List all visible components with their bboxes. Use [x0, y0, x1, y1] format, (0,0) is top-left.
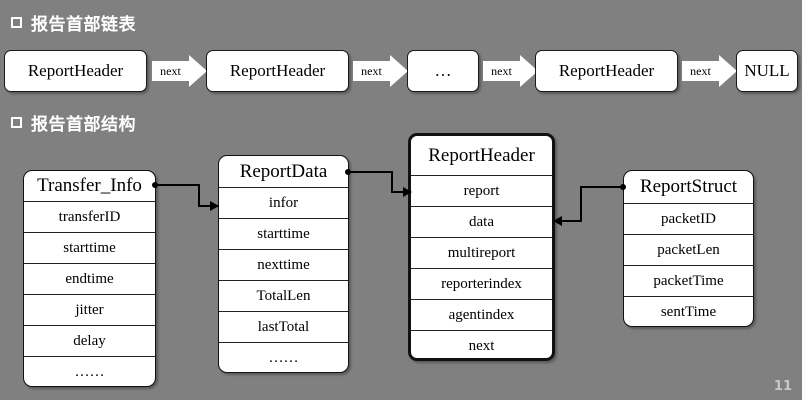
next-arrow-3: next	[483, 55, 538, 87]
struct-field-row: infor	[219, 188, 348, 219]
arrow-head-icon	[189, 55, 207, 87]
next-arrow-1-label: next	[152, 61, 189, 81]
section-heading-struct: 报告首部结构	[11, 110, 136, 135]
next-arrow-1: next	[152, 55, 207, 87]
struct-field-row: next	[468, 338, 495, 354]
struct-field-row: jitter	[24, 295, 155, 326]
list-node-label: ReportHeader	[27, 61, 124, 80]
arrow-head-icon	[520, 55, 538, 87]
hollow-square-bullet-icon	[11, 117, 22, 128]
section-heading-struct-label: 报告首部结构	[31, 115, 136, 135]
list-node-null[interactable]: NULL	[736, 50, 798, 92]
next-arrow-4-label: next	[682, 61, 719, 81]
struct-field-row: TotalLen	[219, 281, 348, 312]
list-node-reportheader-2[interactable]: ReportHeader	[206, 50, 349, 92]
list-node-label: NULL	[744, 61, 790, 80]
struct-report-data[interactable]: ReportData infor starttime nexttime Tota…	[218, 155, 349, 373]
page-number: 11	[773, 379, 792, 394]
struct-field-row: starttime	[24, 233, 155, 264]
arrow-head-icon	[719, 55, 737, 87]
next-arrow-2: next	[353, 55, 408, 87]
list-node-reportheader-3[interactable]: ReportHeader	[535, 50, 678, 92]
struct-field-row: lastTotal	[219, 312, 348, 343]
struct-transfer-info[interactable]: Transfer_Info transferID starttime endti…	[23, 170, 156, 387]
arrow-head-icon	[390, 55, 408, 87]
connector-segment	[198, 205, 219, 208]
connector-source-dot	[620, 184, 626, 190]
struct-field-row: endtime	[24, 264, 155, 295]
struct-field-row: packetID	[624, 204, 753, 235]
connector-arrowhead-icon	[553, 216, 562, 226]
struct-report-struct[interactable]: ReportStruct packetID packetLen packetTi…	[623, 170, 754, 327]
list-node-label: …	[434, 61, 452, 80]
struct-field-row: nexttime	[219, 250, 348, 281]
section-heading-linked-list-label: 报告首部链表	[31, 15, 136, 35]
connector-segment	[198, 184, 201, 207]
struct-title: ReportHeader	[411, 136, 552, 176]
struct-field-row: report	[411, 176, 552, 207]
struct-field-row: agentindex	[411, 300, 552, 331]
section-heading-linked-list: 报告首部链表	[11, 10, 136, 35]
struct-field-row: data	[411, 207, 552, 238]
connector-segment	[391, 171, 394, 193]
struct-field-row: ……	[74, 364, 105, 380]
struct-field-row: packetLen	[624, 235, 753, 266]
list-node-label: ReportHeader	[558, 61, 655, 80]
next-arrow-3-label: next	[483, 61, 520, 81]
list-node-ellipsis[interactable]: …	[407, 50, 479, 92]
connector-segment	[580, 186, 583, 222]
list-node-label: ReportHeader	[229, 61, 326, 80]
connector-segment	[391, 191, 410, 194]
connector-segment	[562, 220, 582, 223]
struct-title: ReportData	[219, 156, 348, 188]
next-arrow-4: next	[682, 55, 737, 87]
connector-arrowhead-icon	[210, 201, 219, 211]
struct-field-row: sentTime	[660, 304, 717, 320]
struct-field-row: delay	[24, 326, 155, 357]
struct-report-header[interactable]: ReportHeader report data multireport rep…	[408, 133, 555, 361]
struct-field-row: starttime	[219, 219, 348, 250]
connector-segment	[580, 186, 623, 189]
struct-field-row: transferID	[24, 202, 155, 233]
struct-title: ReportStruct	[624, 171, 753, 204]
struct-field-row: multireport	[411, 238, 552, 269]
hollow-square-bullet-icon	[11, 17, 22, 28]
list-node-reportheader-1[interactable]: ReportHeader	[4, 50, 147, 92]
connector-segment	[348, 171, 393, 174]
struct-title: Transfer_Info	[24, 171, 155, 202]
next-arrow-2-label: next	[353, 61, 390, 81]
struct-field-row: packetTime	[624, 266, 753, 297]
connector-arrowhead-icon	[403, 187, 412, 197]
struct-field-row: ……	[268, 350, 299, 366]
connector-segment	[155, 184, 200, 187]
struct-field-row: reporterindex	[411, 269, 552, 300]
